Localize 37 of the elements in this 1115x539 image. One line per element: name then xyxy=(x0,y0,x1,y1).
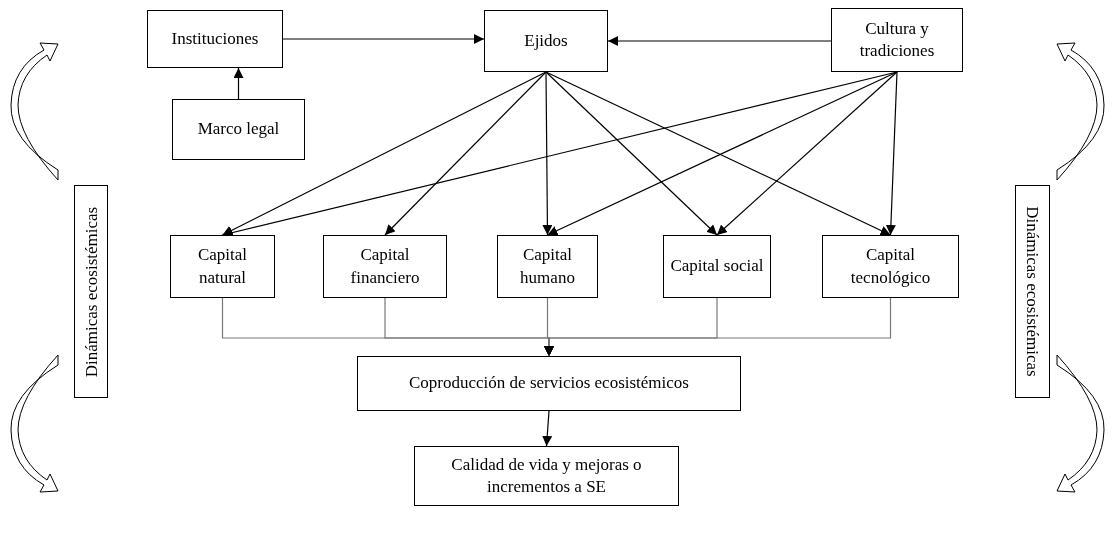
box-label: Capital tecnológico xyxy=(849,244,932,289)
process-box xyxy=(414,446,679,506)
arrow xyxy=(885,71,898,236)
arrow xyxy=(545,71,718,236)
process-box xyxy=(497,235,598,298)
arrow xyxy=(221,71,547,236)
box-label: Coproducción de servicios ecosistémicos xyxy=(408,372,690,395)
process-box xyxy=(663,235,771,298)
process-box xyxy=(170,235,275,298)
arrow xyxy=(233,67,244,100)
process-box xyxy=(357,356,741,411)
box-label: Capital humano xyxy=(519,244,576,289)
arrow xyxy=(384,71,547,236)
side-label-box xyxy=(74,185,108,398)
process-box xyxy=(323,235,447,298)
box-label: Dinámicas ecosistémicas xyxy=(1022,206,1044,377)
box-label: Capital social xyxy=(669,255,765,278)
box-label: Capital natural xyxy=(196,244,249,289)
process-box xyxy=(172,99,305,160)
side-label-box xyxy=(1015,185,1050,398)
process-box xyxy=(147,10,283,68)
process-box xyxy=(484,10,608,72)
process-box xyxy=(831,8,963,72)
arrow xyxy=(542,410,553,447)
arrow xyxy=(607,36,832,46)
box-label: Cultura y tradiciones xyxy=(858,17,936,62)
arrow xyxy=(544,297,892,357)
box-label: Ejidos xyxy=(523,29,569,52)
box-label: Calidad de vida y mejoras o incrementos a SE xyxy=(450,453,643,498)
box-label: Dinámicas ecosistémicas xyxy=(80,206,102,377)
arrow xyxy=(542,71,553,236)
process-box xyxy=(822,235,959,298)
box-label: Capital financiero xyxy=(349,244,421,289)
arrow xyxy=(716,71,898,236)
arrow xyxy=(282,34,485,44)
box-label: Marco legal xyxy=(196,118,281,141)
box-label: Instituciones xyxy=(170,27,260,50)
